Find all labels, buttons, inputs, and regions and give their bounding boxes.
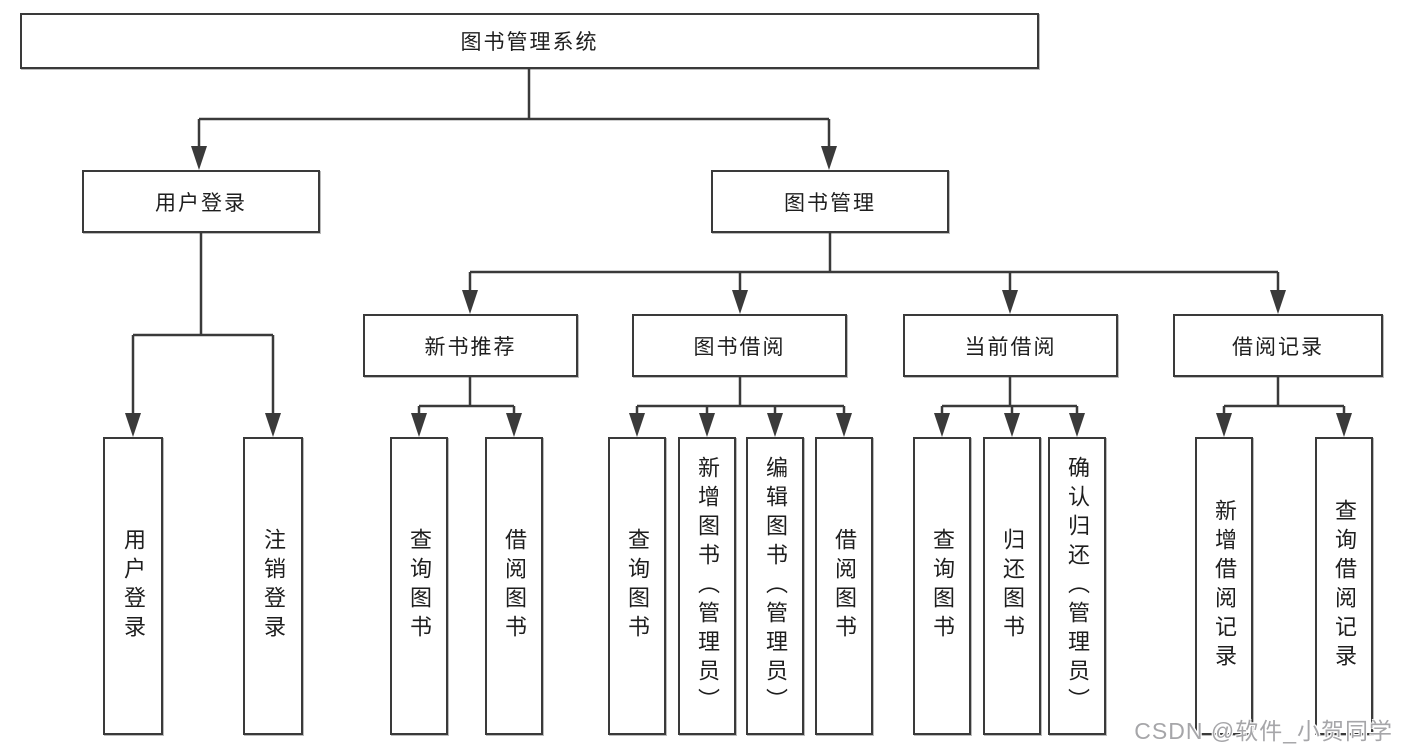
node-book-management: 图书管理 [711,170,949,233]
leaf-borrow-books: 借阅图书 [815,437,873,735]
leaf-label: 查询借阅记录 [1332,499,1357,673]
arrow-down-icon [265,413,281,437]
node-label: 图书借阅 [693,335,786,359]
arrow-down-icon [836,413,852,437]
node-current-borrow: 当前借阅 [903,314,1118,377]
arrow-down-icon [1270,290,1286,314]
node-root-label: 图书管理系统 [460,31,599,54]
arrow-down-icon [767,413,783,437]
node-label: 新书推荐 [424,335,517,359]
arrow-down-icon [732,290,748,314]
leaf-label: 新增借阅记录 [1212,499,1237,673]
arrow-down-icon [699,413,715,437]
arrow-down-icon [1004,413,1020,437]
node-label: 用户登录 [155,191,247,215]
leaf-add-books-admin: 新增图书（管理员） [678,437,736,735]
csdn-watermark: CSDN @软件_小贺同学 [1134,718,1393,744]
arrow-down-icon [629,413,645,437]
leaf-label: 查询图书 [407,528,432,644]
leaf-confirm-return-admin: 确认归还（管理员） [1048,437,1106,735]
arrow-down-icon [125,413,141,437]
node-user-login-branch: 用户登录 [82,170,320,233]
leaf-label: 新增图书（管理员） [695,455,720,717]
node-borrow-records: 借阅记录 [1173,314,1383,377]
arrow-down-icon [506,413,522,437]
leaf-label: 确认归还（管理员） [1065,455,1090,717]
arrow-down-icon [821,146,837,170]
leaf-label: 查询图书 [930,528,955,644]
leaf-label: 归还图书 [1000,528,1025,644]
arrow-down-icon [1336,413,1352,437]
arrow-down-icon [1002,290,1018,314]
arrow-down-icon [462,290,478,314]
leaf-user-login: 用户登录 [103,437,163,735]
leaf-return-books: 归还图书 [983,437,1041,735]
leaf-label: 注销登录 [261,528,286,644]
node-label: 图书管理 [784,191,876,215]
arrow-down-icon [191,146,207,170]
leaf-label: 编辑图书（管理员） [763,455,788,717]
leaf-query-books-current: 查询图书 [913,437,971,735]
leaf-borrow-books-recommend: 借阅图书 [485,437,543,735]
leaf-query-books-borrow: 查询图书 [608,437,666,735]
node-root: 图书管理系统 [20,13,1039,69]
leaf-query-borrow-record: 查询借阅记录 [1315,437,1373,735]
node-book-borrow: 图书借阅 [632,314,847,377]
node-new-book-recommend: 新书推荐 [363,314,578,377]
leaf-label: 用户登录 [121,528,146,644]
leaf-label: 借阅图书 [832,528,857,644]
leaf-label: 借阅图书 [502,528,527,644]
leaf-label: 查询图书 [625,528,650,644]
node-label: 借阅记录 [1232,335,1324,359]
leaf-add-borrow-record: 新增借阅记录 [1195,437,1253,735]
node-label: 当前借阅 [964,335,1057,359]
leaf-logout: 注销登录 [243,437,303,735]
arrow-down-icon [411,413,427,437]
leaf-edit-books-admin: 编辑图书（管理员） [746,437,804,735]
arrow-down-icon [1216,413,1232,437]
leaf-query-books-recommend: 查询图书 [390,437,448,735]
arrow-down-icon [934,413,950,437]
arrow-down-icon [1069,413,1085,437]
